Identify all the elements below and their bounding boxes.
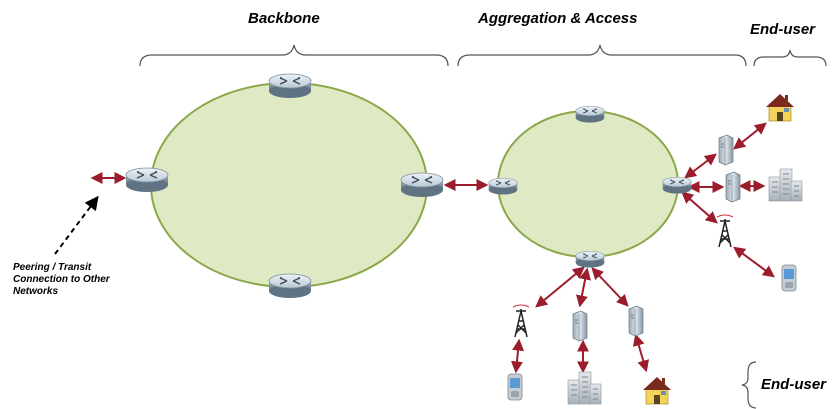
link-agg-server-top bbox=[684, 153, 717, 179]
backbone-label: Backbone bbox=[248, 10, 320, 27]
router-icon-backbone-bottom bbox=[268, 273, 312, 299]
note-line-1: Peering / Transit bbox=[13, 262, 92, 273]
server-icon-bottom-left bbox=[572, 310, 588, 342]
house-icon-bottom bbox=[642, 376, 672, 405]
link-agg-server-bottom-right bbox=[591, 267, 629, 307]
peering-pointer-arrow bbox=[54, 195, 99, 255]
link-agg-tower-right bbox=[681, 191, 718, 224]
phone-icon-bottom bbox=[507, 373, 523, 401]
link-server-house-bottom bbox=[632, 333, 650, 373]
tower-icon-bottom bbox=[512, 304, 530, 338]
phone-icon-right bbox=[781, 264, 797, 292]
link-agg-server-bottom-left bbox=[575, 267, 592, 308]
house-icon-top-right bbox=[765, 93, 795, 122]
note-line-2: Connection to Other bbox=[13, 274, 110, 285]
aggregation-ring bbox=[497, 110, 679, 258]
link-server-house-top bbox=[733, 122, 767, 150]
peering-transit-note: Peering / Transit Connection to Other Ne… bbox=[13, 262, 153, 298]
server-icon-mid-right bbox=[725, 171, 741, 203]
backbone-brace bbox=[139, 44, 449, 67]
end-user-label-top: End-user bbox=[750, 21, 816, 38]
router-icon-backbone-left bbox=[125, 167, 169, 193]
router-icon-agg-bottom bbox=[575, 250, 605, 269]
link-tower-phone-bottom bbox=[510, 338, 525, 374]
router-icon-backbone-right bbox=[400, 172, 444, 198]
link-tower-phone-right bbox=[733, 246, 775, 278]
end-user-label-bottom: End-user bbox=[761, 376, 827, 393]
router-icon-backbone-top bbox=[268, 73, 312, 99]
tower-icon-right bbox=[716, 214, 734, 248]
server-icon-top-right bbox=[718, 134, 734, 166]
end-user-brace-bottom bbox=[741, 361, 757, 409]
router-icon-agg-right bbox=[662, 176, 692, 195]
router-icon-agg-left bbox=[488, 177, 518, 196]
aggregation-access-label: Aggregation & Access bbox=[478, 10, 638, 27]
router-icon-agg-top bbox=[575, 105, 605, 124]
server-icon-bottom-right bbox=[628, 305, 644, 337]
building-icon-right bbox=[768, 168, 803, 202]
end-user-brace-top bbox=[753, 49, 827, 67]
building-icon-bottom bbox=[567, 371, 602, 405]
backbone-ring bbox=[150, 82, 428, 288]
note-line-3: Networks bbox=[13, 286, 59, 297]
link-agg-tower-bottom bbox=[535, 266, 585, 308]
aggregation-brace bbox=[457, 44, 747, 67]
